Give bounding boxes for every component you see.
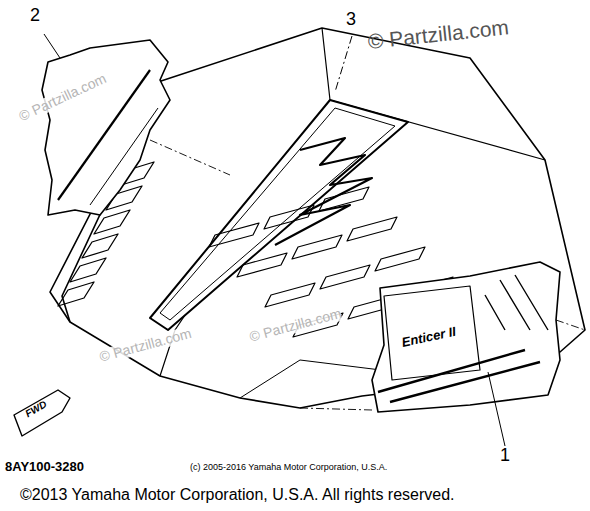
- vent-slot: [292, 235, 342, 259]
- watermark: © Partzilla.com: [98, 326, 193, 365]
- side-decal: [372, 262, 560, 412]
- vent-slot: [347, 217, 397, 241]
- placement-line: [150, 140, 230, 175]
- callout-number: 3: [346, 10, 356, 30]
- forward-arrow: [14, 390, 70, 436]
- stripe-decal: [160, 108, 395, 320]
- vent-slot: [237, 253, 287, 277]
- vent-slot: [209, 223, 259, 247]
- decal-stripe: [378, 350, 540, 402]
- stripe-zigzag: [275, 138, 372, 245]
- leader-line: [44, 34, 60, 58]
- vent-slot: [320, 265, 370, 289]
- vent-slot: [265, 283, 315, 307]
- watermark: © Partzilla.com: [248, 306, 343, 345]
- callout-number: 1: [500, 446, 510, 466]
- leader-line: [335, 36, 352, 92]
- figure-code: 8AY100-3280: [5, 460, 84, 474]
- vent-slot: [319, 187, 369, 211]
- vent-slot: [58, 282, 94, 306]
- copyright-note: (c) 2005-2016 Yamaha Motor Corporation, …: [190, 463, 387, 473]
- decal-panel: [42, 40, 170, 215]
- stripe-decal: [150, 100, 408, 330]
- callout-number: 2: [30, 6, 40, 26]
- decal-stripe: [485, 275, 548, 330]
- vent-slot: [70, 258, 106, 282]
- vent-slot: [82, 234, 118, 258]
- vent-slot: [375, 247, 425, 271]
- vent-slot: [264, 205, 314, 229]
- placement-line: [300, 320, 585, 410]
- leader-line: [488, 372, 505, 446]
- decal-stripe: [90, 108, 158, 205]
- watermark: © Partzilla.com: [367, 15, 510, 53]
- copyright-footer: ©2013 Yamaha Motor Corporation, U.S.A. A…: [20, 486, 455, 504]
